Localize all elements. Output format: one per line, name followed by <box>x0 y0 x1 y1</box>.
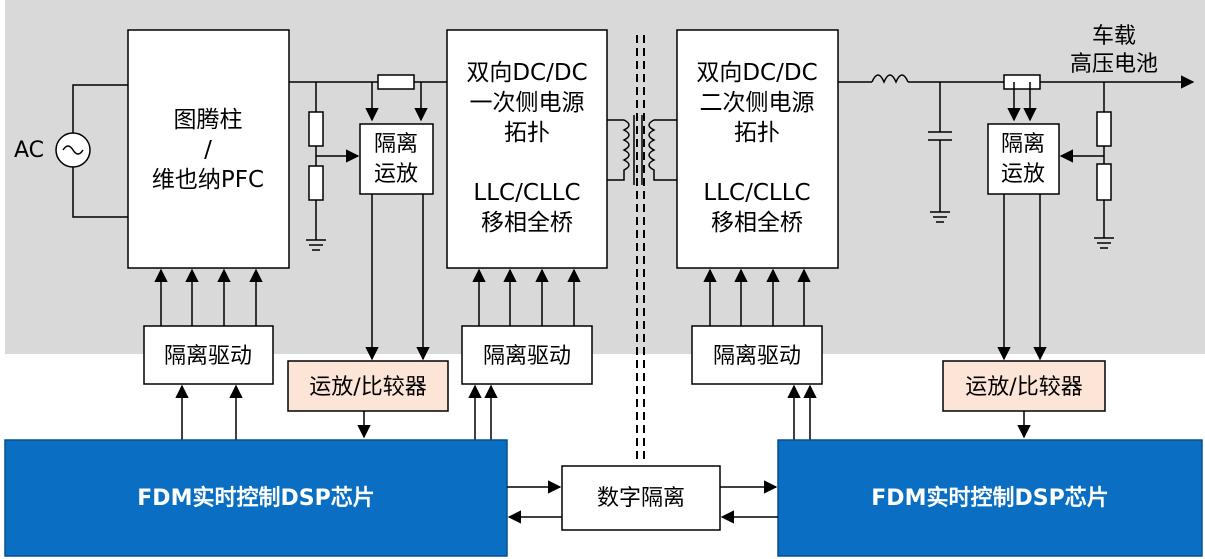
opamp-left-line1: 隔离 <box>374 132 418 157</box>
ac-label: AC <box>14 138 44 163</box>
dsp-chip-left <box>4 439 508 557</box>
dcdc-secondary-block <box>676 29 839 269</box>
digital-isolation-label: 数字隔离 <box>597 486 685 511</box>
dsp-to-driver-arrows <box>175 384 817 440</box>
isolated-driver-3 <box>691 325 823 385</box>
ac-wire-bottom <box>72 167 128 218</box>
pfc-block <box>127 29 290 269</box>
inductor-icon <box>871 74 909 84</box>
opamp-right-line2: 运放 <box>1001 162 1045 187</box>
isolated-driver-1 <box>143 325 274 385</box>
pfc-gate-arrows <box>154 268 263 326</box>
driver-3-label: 隔离驱动 <box>713 344 801 369</box>
dsp-chip-right <box>777 439 1203 557</box>
battery-label-line2: 高压电池 <box>1070 52 1158 77</box>
pfc-line3: 维也纳PFC <box>152 167 264 193</box>
dcdc-secondary-line2: 二次侧电源 <box>700 90 815 116</box>
isolated-opamp-right <box>987 123 1060 195</box>
pfc-line1: 图腾柱 <box>174 107 243 133</box>
dcdc-primary-line1: 双向DC/DC <box>466 60 587 86</box>
dcdc-primary-line4: LLC/CLLC <box>473 180 580 206</box>
ac-wire-top <box>72 84 128 133</box>
dcdc-secondary-line4: LLC/CLLC <box>703 180 810 206</box>
digital-isolation-arrows <box>507 480 778 524</box>
dcdc-primary-line5: 移相全桥 <box>481 210 573 236</box>
output-capacitor-icon <box>928 82 952 223</box>
voltage-divider-right-icon <box>1094 82 1114 249</box>
dcdc-secondary-line3: 拓扑 <box>734 120 780 146</box>
secondary-gate-arrows <box>703 268 811 326</box>
comparator-right-label: 运放/比较器 <box>965 375 1082 400</box>
dsp-left-label: FDM实时控制DSP芯片 <box>137 485 374 511</box>
driver-1-label: 隔离驱动 <box>164 344 252 369</box>
battery-label-line1: 车载 <box>1092 24 1136 49</box>
shunt-resistor-left-icon <box>377 74 415 90</box>
shunt-resistor-right-icon <box>1003 74 1041 90</box>
comparator-left-label: 运放/比较器 <box>309 375 426 400</box>
isolated-driver-2 <box>461 325 593 385</box>
isolated-opamp-left <box>359 123 434 195</box>
dsp-right-label: FDM实时控制DSP芯片 <box>871 485 1108 511</box>
opamp-right-line1: 隔离 <box>1001 132 1045 157</box>
ac-source-icon <box>55 132 91 168</box>
dcdc-secondary-line5: 移相全桥 <box>711 210 803 236</box>
comparator-to-dsp-arrows <box>357 411 1031 439</box>
digital-isolation-block <box>561 465 721 531</box>
dcdc-primary-block <box>446 29 608 269</box>
driver-2-label: 隔离驱动 <box>483 344 571 369</box>
comparator-right <box>942 360 1106 412</box>
opamp-left-line2: 运放 <box>374 162 418 187</box>
transformer-icon <box>607 115 677 185</box>
dcdc-primary-line2: 一次侧电源 <box>470 90 585 116</box>
pfc-line2: / <box>204 137 212 163</box>
voltage-divider-left-icon <box>306 82 326 251</box>
dcdc-primary-line3: 拓扑 <box>504 120 550 146</box>
dcdc-secondary-line1: 双向DC/DC <box>696 60 817 86</box>
comparator-left <box>287 360 449 412</box>
primary-gate-arrows <box>472 268 581 326</box>
